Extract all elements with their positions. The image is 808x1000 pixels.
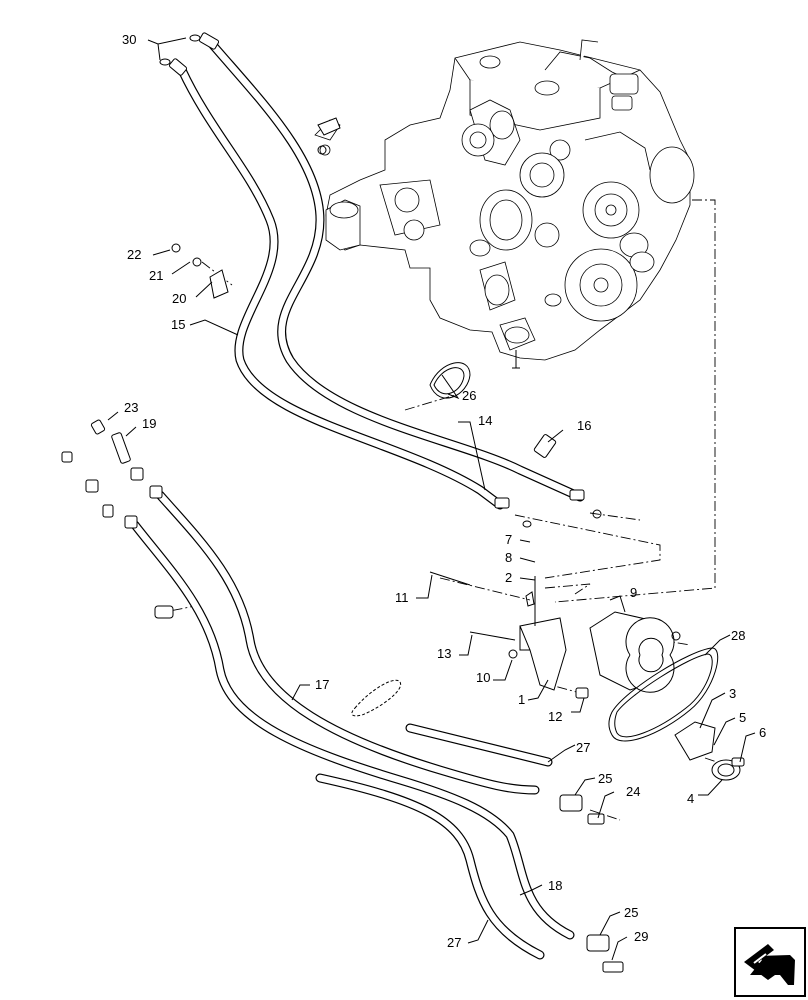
belt-28 [608,647,719,742]
leader-lines [107,37,756,961]
hose-17-a [155,490,540,795]
callout-11: 11 [395,590,409,605]
hose-27-lower [315,773,545,960]
callout-17: 17 [315,677,329,692]
callout-21: 21 [149,268,163,283]
hose-14 [207,39,585,502]
callout-1: 1 [518,692,525,707]
hose-15 [177,65,505,510]
callout-labels: 30 22 21 20 15 26 14 23 19 16 7 8 2 11 9… [122,32,766,950]
callout-19: 19 [142,416,156,431]
callout-5: 5 [739,710,746,725]
hose-17-b [130,520,575,940]
callout-14: 14 [478,413,492,428]
engine-assembly [314,39,695,369]
callout-13: 13 [437,646,451,661]
belt-17-loop [351,679,402,717]
callout-25-lower: 25 [624,905,638,920]
tensioner [674,721,745,781]
callout-9: 9 [630,585,637,600]
callout-15: 15 [171,317,185,332]
callout-20: 20 [172,291,186,306]
callout-4: 4 [687,791,694,806]
belt-26 [429,362,471,399]
callout-24: 24 [626,784,640,799]
callout-6: 6 [759,725,766,740]
callout-12: 12 [548,709,562,724]
callout-22: 22 [127,247,141,262]
hose-27-upper [405,723,553,767]
callout-2: 2 [505,570,512,585]
callout-27-lower: 27 [447,935,461,950]
callout-18: 18 [548,878,562,893]
callout-28: 28 [731,628,745,643]
callout-23: 23 [124,400,138,415]
callout-10: 10 [476,670,490,685]
arrow-icon[interactable] [734,927,806,997]
compressor-9 [589,611,681,693]
callout-30: 30 [122,32,136,47]
callout-8: 8 [505,550,512,565]
callout-27-upper: 27 [576,740,590,755]
callout-25-upper: 25 [598,771,612,786]
callout-7: 7 [505,532,512,547]
bracket-1 [429,571,589,699]
callout-16: 16 [577,418,591,433]
callout-3: 3 [729,686,736,701]
callout-26: 26 [462,388,476,403]
callout-29: 29 [634,929,648,944]
